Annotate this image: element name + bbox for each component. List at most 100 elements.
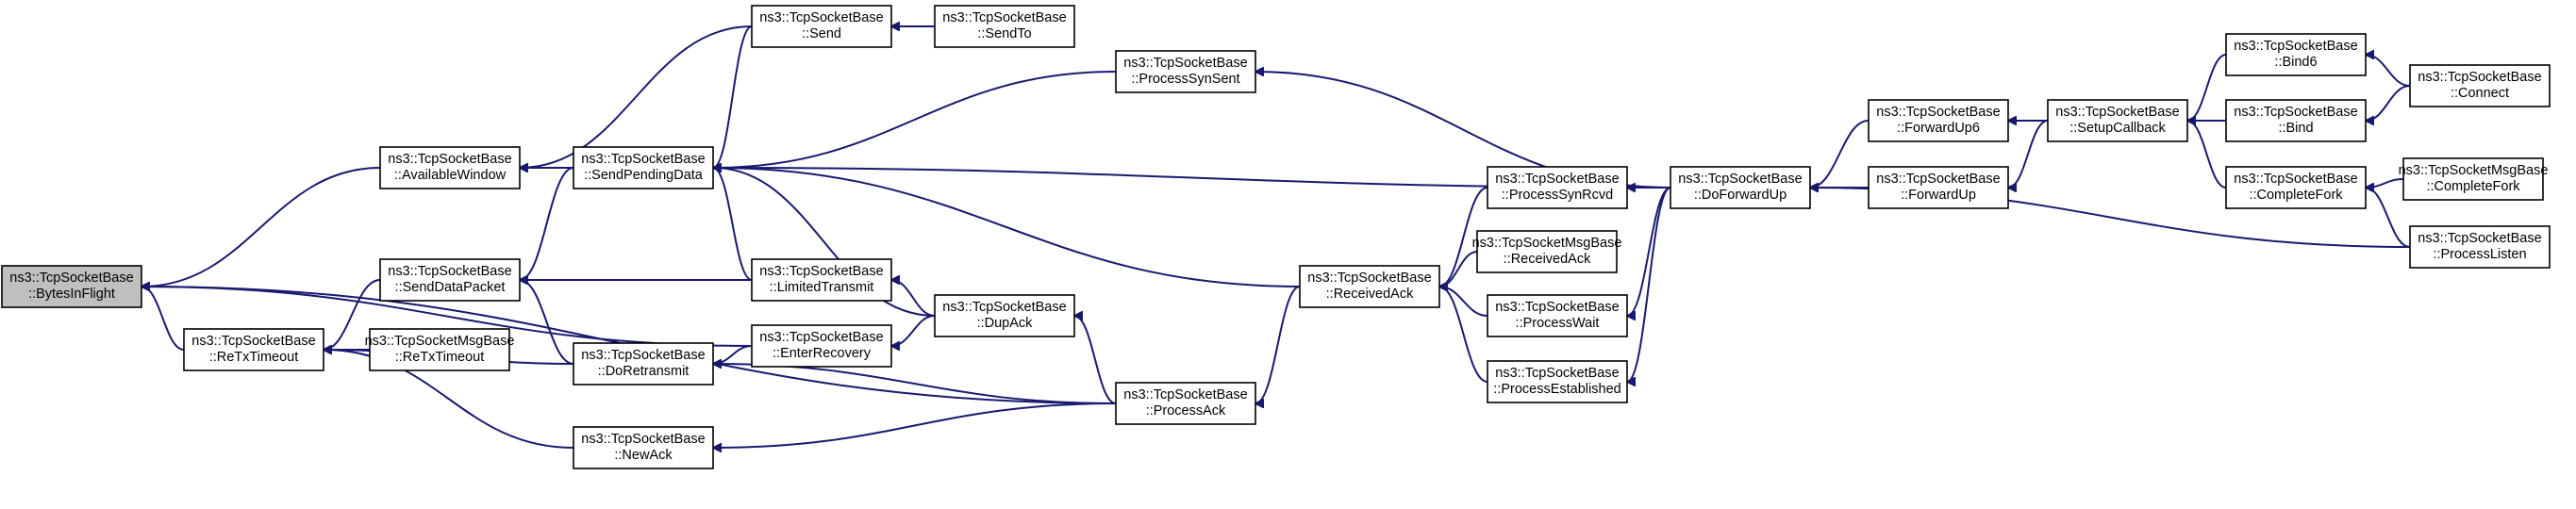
call-edge-doretx-to-senddata xyxy=(520,280,574,365)
node-bytes[interactable]: ns3::TcpSocketBase::BytesInFlight xyxy=(1,265,142,308)
node-label-msgrecvack-line-1: ::ReceivedAck xyxy=(1504,252,1591,267)
node-box-newack[interactable] xyxy=(573,426,714,469)
node-label-completefork-line-0: ns3::TcpSocketBase xyxy=(2234,172,2357,187)
node-label-bind-line-0: ns3::TcpSocketBase xyxy=(2234,105,2357,120)
node-dofwd[interactable]: ns3::TcpSocketBase::DoForwardUp xyxy=(1670,166,1811,209)
node-send[interactable]: ns3::TcpSocketBase::Send xyxy=(751,5,892,48)
call-edge-processack-to-newack xyxy=(713,402,1117,448)
node-box-senddata[interactable] xyxy=(379,258,521,302)
node-label-dofwd-line-0: ns3::TcpSocketBase xyxy=(1678,172,1802,187)
node-bind6[interactable]: ns3::TcpSocketBase::Bind6 xyxy=(2225,33,2367,76)
node-label-setupcb-line-1: ::SetupCallback xyxy=(2069,121,2166,136)
node-box-msgcompletefork[interactable] xyxy=(2402,157,2544,201)
node-box-bind[interactable] xyxy=(2225,99,2367,142)
node-msgretx[interactable]: ns3::TcpSocketMsgBase::ReTxTimeout xyxy=(365,328,515,371)
call-edge-proclisten-to-completefork xyxy=(2366,188,2411,248)
node-senddata[interactable]: ns3::TcpSocketBase::SendDataPacket xyxy=(379,258,521,302)
node-connect[interactable]: ns3::TcpSocketBase::Connect xyxy=(2409,64,2551,107)
call-edge-bind6-to-setupcb xyxy=(2187,54,2227,121)
node-label-synsent-line-0: ns3::TcpSocketBase xyxy=(1123,56,1247,71)
node-box-enterrec[interactable] xyxy=(751,324,892,368)
node-box-recvack[interactable] xyxy=(1299,265,1440,308)
node-bind[interactable]: ns3::TcpSocketBase::Bind xyxy=(2225,99,2367,142)
node-label-retx-line-1: ::ReTxTimeout xyxy=(209,350,299,365)
node-label-msgrecvack-line-0: ns3::TcpSocketMsgBase xyxy=(1472,236,1622,251)
call-edge-fwd6-to-dofwd xyxy=(1810,120,1870,188)
node-box-bind6[interactable] xyxy=(2225,33,2367,76)
node-label-connect-line-0: ns3::TcpSocketBase xyxy=(2418,70,2541,85)
node-box-sendto[interactable] xyxy=(934,5,1075,48)
node-label-bytes-line-0: ns3::TcpSocketBase xyxy=(9,271,133,286)
node-retx[interactable]: ns3::TcpSocketBase::ReTxTimeout xyxy=(183,328,324,371)
node-box-setupcb[interactable] xyxy=(2047,99,2188,142)
node-label-sendto-line-0: ns3::TcpSocketBase xyxy=(942,10,1066,25)
node-box-send[interactable] xyxy=(751,5,892,48)
node-box-limited[interactable] xyxy=(751,258,892,302)
node-box-completefork[interactable] xyxy=(2225,166,2367,209)
node-recvack[interactable]: ns3::TcpSocketBase::ReceivedAck xyxy=(1299,265,1440,308)
node-procest[interactable]: ns3::TcpSocketBase::ProcessEstablished xyxy=(1487,360,1628,403)
node-box-dofwd[interactable] xyxy=(1670,166,1811,209)
node-synrcvd[interactable]: ns3::TcpSocketBase::ProcessSynRcvd xyxy=(1487,166,1628,209)
node-label-synsent-line-1: ::ProcessSynSent xyxy=(1131,72,1239,87)
node-box-fwd6[interactable] xyxy=(1868,99,2009,142)
node-label-proclisten-line-1: ::ProcessListen xyxy=(2433,247,2526,262)
node-label-completefork-line-1: ::CompleteFork xyxy=(2249,188,2343,203)
call-edge-retx-to-bytes xyxy=(141,287,185,351)
node-box-procest[interactable] xyxy=(1487,360,1628,403)
node-newack[interactable]: ns3::TcpSocketBase::NewAck xyxy=(573,426,714,469)
node-dupack[interactable]: ns3::TcpSocketBase::DupAck xyxy=(934,294,1075,337)
node-box-sendpending[interactable] xyxy=(573,146,714,189)
node-box-dupack[interactable] xyxy=(934,294,1075,337)
node-box-synsent[interactable] xyxy=(1115,50,1256,93)
node-box-synrcvd[interactable] xyxy=(1487,166,1628,209)
node-label-synrcvd-line-0: ns3::TcpSocketBase xyxy=(1495,172,1619,187)
node-box-procwait[interactable] xyxy=(1487,294,1628,337)
call-edge-dupack-to-limited xyxy=(891,280,936,317)
node-fwd[interactable]: ns3::TcpSocketBase::ForwardUp xyxy=(1868,166,2009,209)
node-proclisten[interactable]: ns3::TcpSocketBase::ProcessListen xyxy=(2409,225,2551,269)
node-procwait[interactable]: ns3::TcpSocketBase::ProcessWait xyxy=(1487,294,1628,337)
node-sendpending[interactable]: ns3::TcpSocketBase::SendPendingData xyxy=(573,146,714,189)
node-avail[interactable]: ns3::TcpSocketBase::AvailableWindow xyxy=(379,146,521,189)
node-processack[interactable]: ns3::TcpSocketBase::ProcessAck xyxy=(1115,382,1256,425)
node-label-sendpending-line-1: ::SendPendingData xyxy=(584,168,704,183)
node-limited[interactable]: ns3::TcpSocketBase::LimitedTransmit xyxy=(751,258,892,302)
node-label-processack-line-0: ns3::TcpSocketBase xyxy=(1123,387,1247,402)
node-box-processack[interactable] xyxy=(1115,382,1256,425)
node-sendto[interactable]: ns3::TcpSocketBase::SendTo xyxy=(934,5,1075,48)
node-box-bytes[interactable] xyxy=(1,265,142,308)
node-setupcb[interactable]: ns3::TcpSocketBase::SetupCallback xyxy=(2047,99,2188,142)
node-label-fwd-line-1: ::ForwardUp xyxy=(1901,188,1976,203)
node-box-msgretx[interactable] xyxy=(369,328,510,371)
node-box-msgrecvack[interactable] xyxy=(1476,230,1618,273)
node-box-fwd[interactable] xyxy=(1868,166,2009,209)
node-box-connect[interactable] xyxy=(2409,64,2551,107)
call-edge-processack-to-doretx xyxy=(713,364,1117,404)
call-edge-processack-to-dupack xyxy=(1074,316,1117,404)
node-label-limited-line-1: ::LimitedTransmit xyxy=(770,280,874,295)
node-label-avail-line-1: ::AvailableWindow xyxy=(394,168,507,183)
node-label-msgretx-line-0: ns3::TcpSocketMsgBase xyxy=(365,334,515,349)
node-label-sendpending-line-0: ns3::TcpSocketBase xyxy=(581,152,705,167)
node-box-retx[interactable] xyxy=(183,328,324,371)
node-label-dupack-line-1: ::DupAck xyxy=(977,316,1034,331)
node-box-avail[interactable] xyxy=(379,146,521,189)
node-enterrec[interactable]: ns3::TcpSocketBase::EnterRecovery xyxy=(751,324,892,368)
nodes-layer: ns3::TcpSocketBase::BytesInFlightns3::Tc… xyxy=(1,5,2551,469)
call-edge-msgcompletefork-to-completefork xyxy=(2366,178,2404,188)
node-label-procest-line-1: ::ProcessEstablished xyxy=(1493,382,1620,397)
node-doretx[interactable]: ns3::TcpSocketBase::DoRetransmit xyxy=(573,342,714,386)
node-completefork[interactable]: ns3::TcpSocketBase::CompleteFork xyxy=(2225,166,2367,209)
call-edge-send-to-avail xyxy=(520,25,753,168)
node-synsent[interactable]: ns3::TcpSocketBase::ProcessSynSent xyxy=(1115,50,1256,93)
node-fwd6[interactable]: ns3::TcpSocketBase::ForwardUp6 xyxy=(1868,99,2009,142)
node-label-enterrec-line-0: ns3::TcpSocketBase xyxy=(759,330,883,345)
node-box-proclisten[interactable] xyxy=(2409,225,2551,269)
node-label-enterrec-line-1: ::EnterRecovery xyxy=(773,346,872,361)
node-box-doretx[interactable] xyxy=(573,342,714,386)
node-label-procwait-line-0: ns3::TcpSocketBase xyxy=(1495,300,1619,315)
node-msgrecvack[interactable]: ns3::TcpSocketMsgBase::ReceivedAck xyxy=(1472,230,1622,273)
node-msgcompletefork[interactable]: ns3::TcpSocketMsgBase::CompleteFork xyxy=(2399,157,2549,201)
node-label-msgretx-line-1: ::ReTxTimeout xyxy=(395,350,485,365)
